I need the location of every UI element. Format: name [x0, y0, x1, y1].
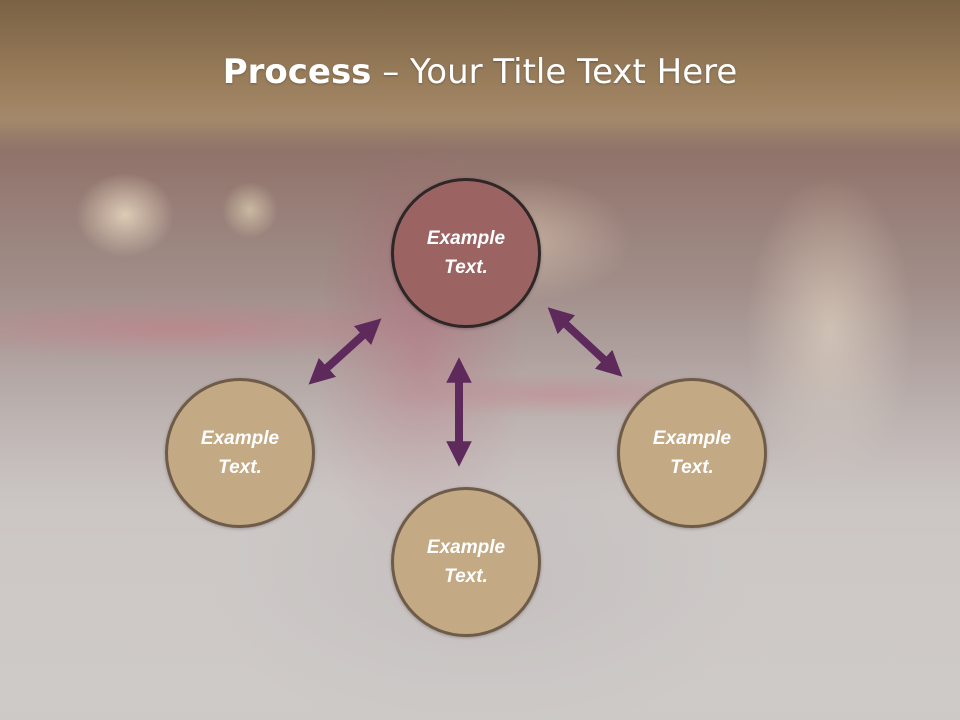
bottom-node-label: Example Text. [426, 537, 506, 587]
left-node-label: Example Text. [200, 428, 280, 478]
right-node[interactable]: Example Text. [617, 378, 767, 528]
double-arrow-icon [547, 307, 623, 377]
bottom-node[interactable]: Example Text. [391, 487, 541, 637]
center-node[interactable]: Example Text. [391, 178, 541, 328]
left-node[interactable]: Example Text. [165, 378, 315, 528]
slide-title[interactable]: Process – Your Title Text Here [0, 52, 960, 92]
double-arrow-icon [308, 318, 382, 385]
center-node-label: Example Text. [426, 228, 506, 278]
title-bold-part: Process [222, 52, 372, 92]
title-band [0, 0, 960, 150]
right-node-label: Example Text. [652, 428, 732, 478]
title-rest-part: – Your Title Text Here [371, 52, 738, 92]
